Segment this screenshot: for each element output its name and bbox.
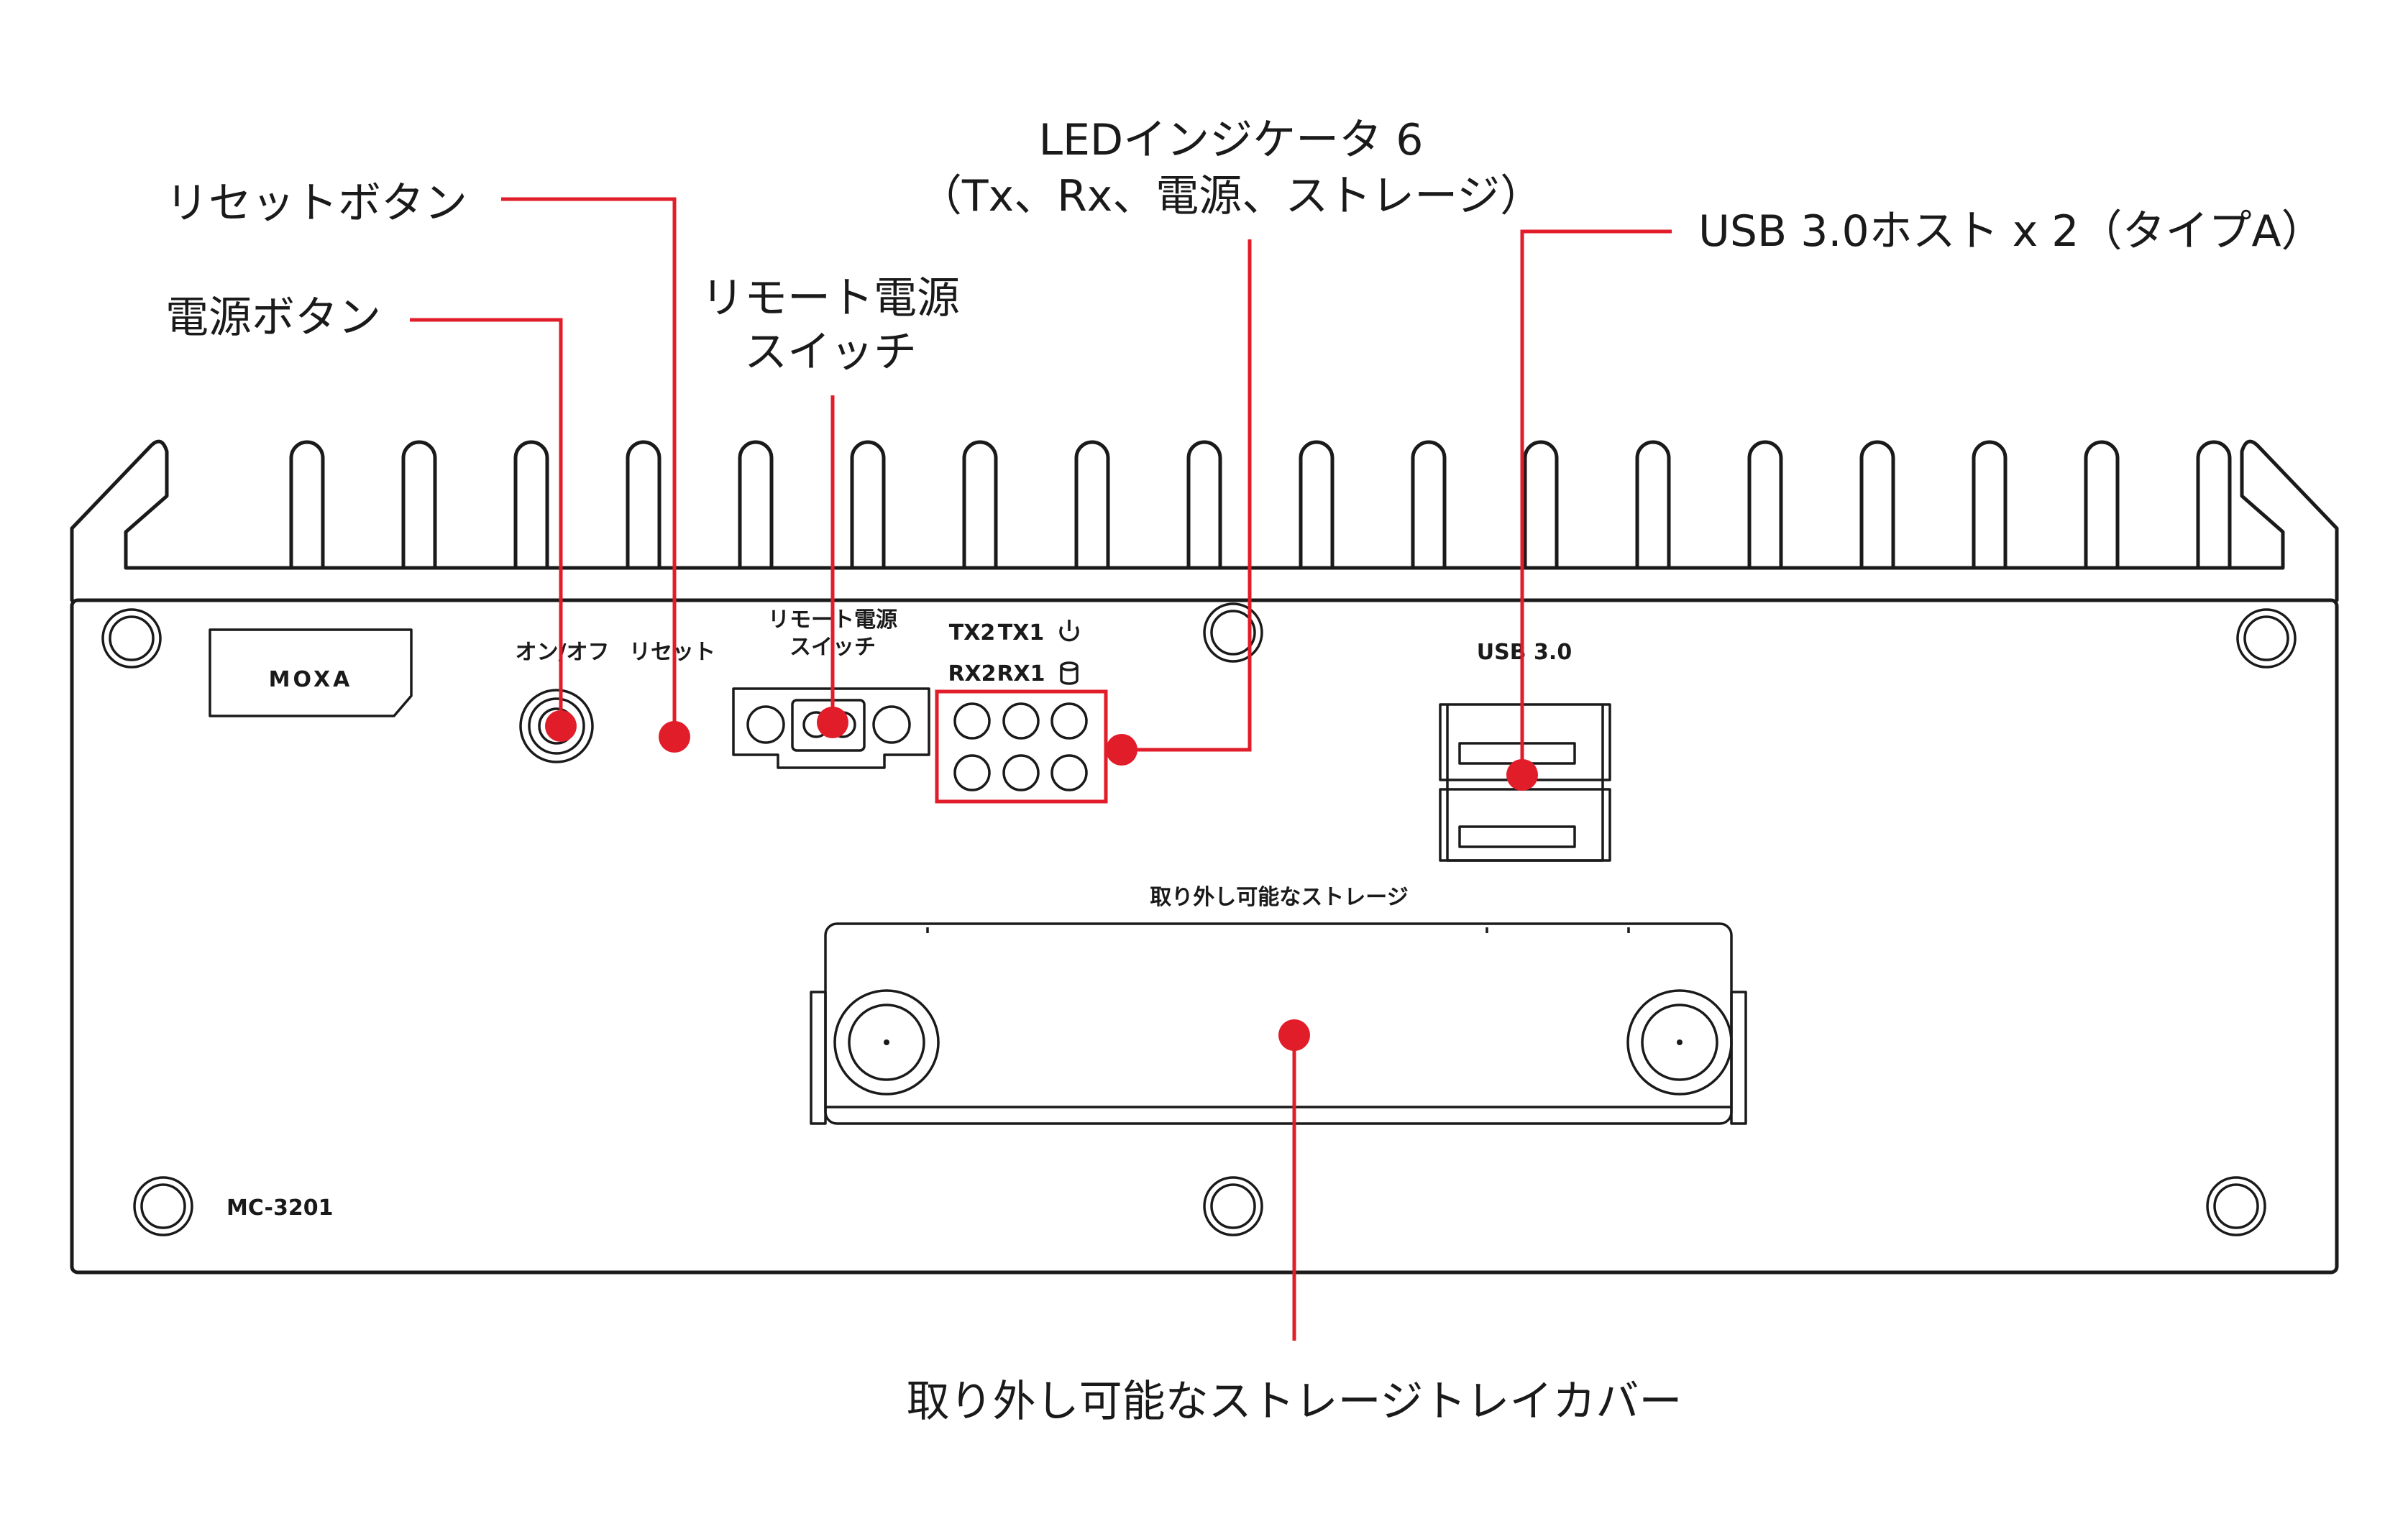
heatsink-fin bbox=[289, 440, 325, 570]
svg-text:MOXA: MOXA bbox=[269, 667, 353, 692]
usb-ports[interactable]: USB 3.0 bbox=[1439, 640, 1611, 862]
storage-icon bbox=[1060, 661, 1079, 685]
power-icon bbox=[1059, 620, 1079, 642]
heatsink-fin bbox=[2196, 440, 2232, 570]
svg-text:RX2: RX2 bbox=[948, 661, 996, 687]
heatsink-fin bbox=[2084, 440, 2120, 570]
callout-remote-switch-1: リモート電源 bbox=[701, 273, 960, 323]
heatsink-fin bbox=[1859, 440, 1895, 570]
callout-led-2: （Tx、Rx、電源、ストレージ） bbox=[919, 171, 1543, 221]
heatsink-fin bbox=[1186, 440, 1222, 570]
heatsink-fin bbox=[1411, 440, 1447, 570]
thumb-screw-right bbox=[1626, 989, 1733, 1096]
heatsink-fin bbox=[513, 440, 549, 570]
heatsink bbox=[70, 439, 2339, 602]
led-highlight-box bbox=[935, 689, 1108, 804]
heatsink-fin bbox=[1299, 440, 1335, 570]
heatsink-fin bbox=[1523, 440, 1559, 570]
mount-screws bbox=[101, 602, 2297, 1236]
heatsink-fin bbox=[1747, 440, 1783, 570]
model-label: MC-3201 bbox=[226, 1195, 334, 1221]
heatsink-fin bbox=[1972, 440, 2008, 570]
callout-leaders bbox=[410, 197, 1672, 1341]
front-panel bbox=[70, 598, 2339, 1275]
heatsink-fin bbox=[1074, 440, 1110, 570]
svg-text:取り外し可能なストレージ: 取り外し可能なストレージ bbox=[1150, 885, 1408, 910]
heatsink-fin bbox=[401, 440, 437, 570]
storage-tray-cover[interactable]: 取り外し可能なストレージ bbox=[810, 885, 1747, 1125]
svg-text:TX1: TX1 bbox=[998, 620, 1044, 646]
callout-remote-switch-2: スイッチ bbox=[744, 327, 917, 377]
svg-text:TX2: TX2 bbox=[949, 620, 995, 646]
callout-reset-button: リセットボタン bbox=[165, 178, 467, 229]
heatsink-fin bbox=[626, 440, 661, 570]
callout-power-button: 電源ボタン bbox=[165, 293, 381, 343]
heatsink-fin bbox=[962, 440, 998, 570]
heatsink-fin bbox=[738, 440, 774, 570]
moxa-logo: MOXA bbox=[209, 628, 413, 717]
led-indicators: TX2 TX1 RX2 RX1 bbox=[948, 620, 1088, 791]
heatsink-fin bbox=[850, 440, 886, 570]
heatsink-fin bbox=[1635, 440, 1671, 570]
callout-led-1: LEDインジケータ 6 bbox=[1039, 115, 1424, 165]
svg-text:RX1: RX1 bbox=[997, 661, 1045, 687]
thumb-screw-left bbox=[833, 989, 940, 1096]
callout-usb: USB 3.0ホスト x 2（タイプA） bbox=[1698, 206, 2325, 257]
svg-text:USB 3.0: USB 3.0 bbox=[1477, 640, 1572, 665]
reset-label: リセット bbox=[629, 640, 715, 665]
callout-storage-cover: 取り外し可能なストレージトレイカバー bbox=[907, 1377, 1683, 1427]
